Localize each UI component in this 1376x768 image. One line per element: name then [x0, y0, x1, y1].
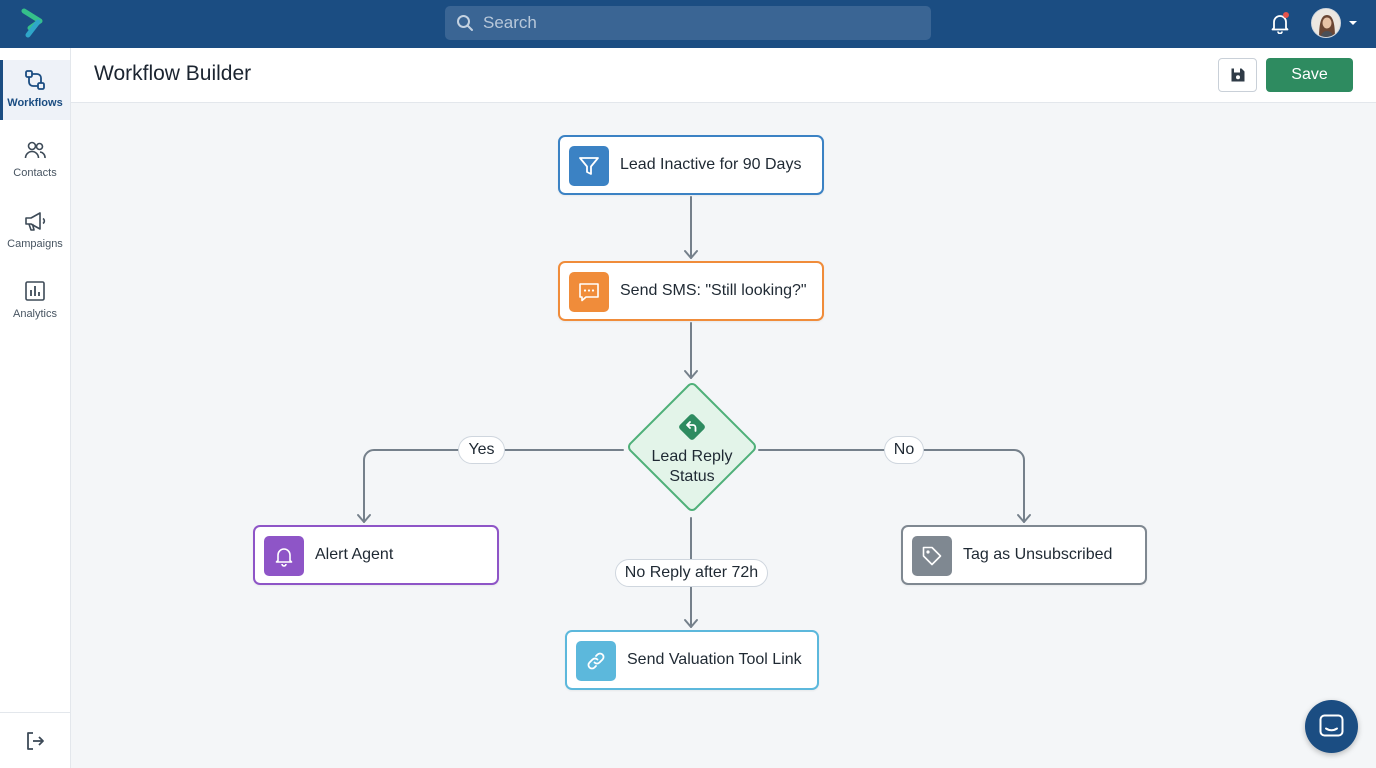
- valuation-link-node[interactable]: Send Valuation Tool Link: [565, 630, 819, 690]
- send-sms-node[interactable]: Send SMS: "Still looking?": [558, 261, 824, 321]
- timeout-branch-label[interactable]: No Reply after 72h: [615, 559, 768, 587]
- bar-chart-icon: [25, 281, 45, 301]
- valuation-icon-box: [576, 641, 616, 681]
- yes-branch-label[interactable]: Yes: [458, 436, 505, 464]
- workflow-icon: [25, 70, 45, 90]
- top-bar: [0, 0, 1376, 48]
- arrowhead: [684, 619, 698, 628]
- arrowhead: [357, 514, 371, 523]
- search-input[interactable]: [483, 6, 913, 40]
- filter-icon: [579, 157, 599, 175]
- page-header: Workflow Builder Save: [71, 48, 1376, 103]
- search-icon: [457, 15, 473, 31]
- sms-icon-box: [569, 272, 609, 312]
- search-bar[interactable]: [445, 6, 931, 40]
- decision-label-line2: Status: [669, 468, 715, 485]
- arrowhead: [684, 250, 698, 259]
- sidebar-item-contacts[interactable]: Contacts: [0, 130, 70, 190]
- alert-agent-node[interactable]: Alert Agent: [253, 525, 499, 585]
- tag-icon-box: [912, 536, 952, 576]
- alert-icon-box: [264, 536, 304, 576]
- decision-label-line1: Lead Reply: [651, 448, 733, 465]
- chevron-down-icon[interactable]: [1347, 18, 1359, 28]
- message-icon: [579, 283, 599, 302]
- tag-icon: [922, 546, 942, 566]
- link-icon: [587, 652, 605, 670]
- notification-bell-icon[interactable]: [1269, 12, 1291, 34]
- floppy-disk-icon: [1231, 68, 1245, 82]
- brand-logo-icon[interactable]: [20, 8, 48, 38]
- notification-badge: [1283, 12, 1289, 18]
- sidebar-item-campaigns[interactable]: Campaigns: [0, 201, 70, 261]
- megaphone-icon: [25, 212, 46, 231]
- sidebar-divider: [0, 712, 70, 713]
- connector-no-branch: [758, 449, 1025, 523]
- alert-label: Alert Agent: [315, 546, 394, 563]
- sidebar-item-workflows[interactable]: Workflows: [0, 60, 70, 120]
- no-branch-label[interactable]: No: [884, 436, 924, 464]
- tag-unsubscribed-node[interactable]: Tag as Unsubscribed: [901, 525, 1147, 585]
- trigger-label: Lead Inactive for 90 Days: [620, 156, 802, 173]
- bell-icon: [275, 548, 293, 567]
- tag-label: Tag as Unsubscribed: [963, 546, 1113, 563]
- save-button[interactable]: Save: [1266, 58, 1353, 92]
- arrowhead: [684, 370, 698, 379]
- connector-yes-branch: [363, 449, 624, 523]
- trigger-icon-box: [569, 146, 609, 186]
- arrowhead: [1017, 514, 1031, 523]
- workflow-canvas[interactable]: Lead Inactive for 90 Days Send SMS: "Sti…: [71, 103, 1376, 768]
- sidebar-item-label: Campaigns: [7, 238, 63, 250]
- decision-label: Lead Reply Status: [632, 447, 752, 487]
- sidebar-item-analytics[interactable]: Analytics: [0, 271, 70, 331]
- trigger-node[interactable]: Lead Inactive for 90 Days: [558, 135, 824, 195]
- users-icon: [24, 141, 46, 159]
- save-draft-button[interactable]: [1218, 58, 1257, 92]
- sidebar-item-label: Analytics: [12, 308, 58, 320]
- sidebar: Workflows Contacts Campaigns Analytics: [0, 48, 71, 768]
- logout-icon[interactable]: [23, 729, 47, 753]
- user-photo-icon: [1312, 9, 1340, 37]
- chat-widget-button[interactable]: [1305, 700, 1358, 753]
- sms-label: Send SMS: "Still looking?": [620, 282, 807, 299]
- sidebar-item-label: Contacts: [13, 167, 57, 179]
- reply-diamond-icon: [679, 414, 705, 440]
- user-avatar[interactable]: [1311, 8, 1341, 38]
- valuation-label: Send Valuation Tool Link: [627, 651, 802, 668]
- chat-icon: [1319, 714, 1344, 737]
- sidebar-item-label: Workflows: [7, 97, 63, 109]
- page-title: Workflow Builder: [94, 62, 252, 85]
